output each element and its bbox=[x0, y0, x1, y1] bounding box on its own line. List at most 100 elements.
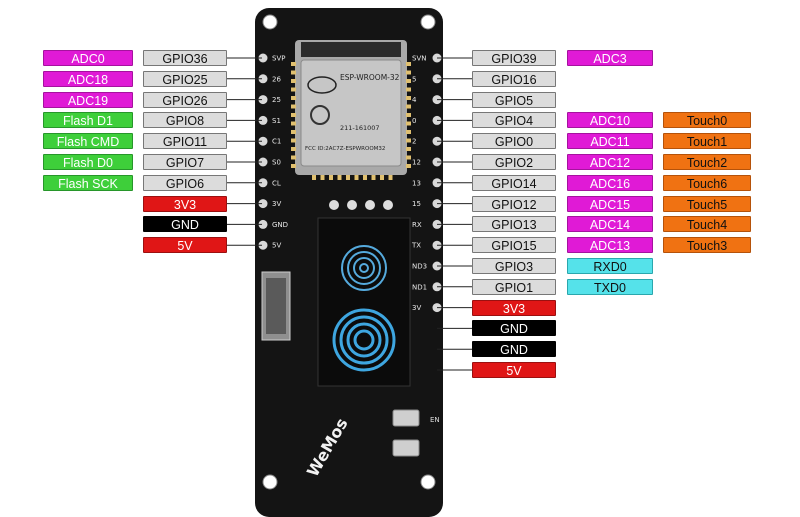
left-gpio-label: GPIO7 bbox=[143, 154, 227, 170]
module-pin bbox=[291, 113, 296, 117]
pin-silkscreen: 13 bbox=[412, 179, 421, 187]
module-pin bbox=[291, 79, 296, 83]
module-pin bbox=[406, 87, 411, 92]
pin-silkscreen: 12 bbox=[412, 159, 421, 167]
right-gpio-label: GPIO12 bbox=[472, 195, 556, 212]
right-adc-label: ADC14 bbox=[567, 216, 653, 233]
left-power-label: 5V bbox=[143, 237, 227, 254]
left-func-label: Flash CMD bbox=[43, 133, 133, 150]
module-pin bbox=[406, 70, 411, 75]
module-pin bbox=[388, 175, 393, 180]
pin-silkscreen: 5 bbox=[412, 75, 416, 83]
module-pin bbox=[291, 104, 296, 109]
module-pin bbox=[291, 62, 296, 66]
module-pin bbox=[406, 121, 411, 126]
module-pin bbox=[380, 175, 384, 180]
left-func-label: ADC18 bbox=[43, 70, 133, 87]
pin-silkscreen: SVN bbox=[412, 55, 426, 63]
module-pin bbox=[312, 175, 316, 180]
right-power-label: 5V bbox=[472, 362, 556, 378]
header-pad bbox=[258, 178, 268, 188]
module-pin bbox=[291, 87, 296, 92]
pad bbox=[347, 200, 357, 210]
module-pin bbox=[406, 113, 411, 117]
pin-silkscreen: S1 bbox=[272, 117, 281, 125]
left-func-label: Flash D1 bbox=[43, 112, 133, 129]
right-adc-label: ADC3 bbox=[567, 50, 653, 66]
en-label: EN bbox=[430, 416, 440, 424]
mount-hole bbox=[262, 474, 278, 490]
right-touch-label: Touch6 bbox=[663, 174, 751, 191]
header-pad bbox=[258, 136, 268, 146]
header-pad bbox=[258, 115, 268, 125]
module-pin bbox=[291, 138, 296, 143]
right-gpio-label: GPIO3 bbox=[472, 258, 556, 274]
pin-silkscreen: RX bbox=[412, 221, 422, 229]
right-gpio-label: GPIO1 bbox=[472, 278, 556, 295]
pin-silkscreen: 3V bbox=[272, 200, 281, 208]
pin-silkscreen: GND bbox=[272, 221, 288, 229]
pin-silkscreen: TX bbox=[411, 242, 421, 250]
module-pin bbox=[329, 175, 333, 180]
module-pin bbox=[291, 96, 296, 100]
right-power-label: GND bbox=[472, 341, 556, 358]
module-pin bbox=[406, 104, 411, 109]
module-cert-text: 211-161007 bbox=[340, 124, 380, 132]
header-pad bbox=[258, 219, 268, 229]
module-pin bbox=[291, 155, 296, 160]
pin-silkscreen: ND3 bbox=[412, 263, 427, 271]
module-brand-text: ESP-WROOM-32 bbox=[340, 73, 400, 82]
module-pin bbox=[291, 164, 296, 168]
right-gpio-label: GPIO13 bbox=[472, 216, 556, 233]
fingerprint-small-icon bbox=[341, 245, 387, 291]
pad bbox=[329, 200, 339, 210]
right-uart-label: TXD0 bbox=[567, 278, 653, 295]
pin-silkscreen: CL bbox=[272, 179, 281, 187]
pin-silkscreen: SVP bbox=[272, 55, 285, 63]
mount-hole bbox=[420, 14, 436, 30]
header-pad bbox=[258, 74, 268, 84]
module-pin bbox=[371, 175, 376, 180]
esp-shield bbox=[300, 59, 402, 167]
pin-silkscreen: S0 bbox=[272, 159, 281, 167]
right-gpio-label: GPIO15 bbox=[472, 237, 556, 254]
right-gpio-label: GPIO16 bbox=[472, 70, 556, 87]
right-adc-label: ADC15 bbox=[567, 195, 653, 212]
module-pin bbox=[291, 121, 296, 126]
module-pin bbox=[406, 138, 411, 143]
left-gpio-label: GPIO8 bbox=[143, 112, 227, 129]
left-power-label: GND bbox=[143, 216, 227, 233]
module-pin bbox=[363, 175, 367, 180]
esp-antenna bbox=[301, 42, 401, 57]
left-gpio-label: GPIO26 bbox=[143, 91, 227, 108]
pin-silkscreen: 5V bbox=[272, 242, 281, 250]
pin-silkscreen: 15 bbox=[412, 200, 421, 208]
module-pin bbox=[406, 79, 411, 83]
left-gpio-label: GPIO36 bbox=[143, 50, 227, 66]
left-func-label: ADC0 bbox=[43, 50, 133, 66]
right-adc-label: ADC13 bbox=[567, 237, 653, 254]
pin-silkscreen: 4 bbox=[412, 96, 417, 104]
boot-button[interactable] bbox=[392, 439, 420, 457]
pin-silkscreen: 2 bbox=[412, 138, 416, 146]
right-touch-label: Touch0 bbox=[663, 112, 751, 129]
en-button[interactable] bbox=[392, 409, 420, 427]
left-func-label: Flash D0 bbox=[43, 154, 133, 170]
right-touch-label: Touch5 bbox=[663, 195, 751, 212]
pin-silkscreen: 3V bbox=[412, 304, 421, 312]
module-pin bbox=[337, 175, 342, 180]
right-gpio-label: GPIO14 bbox=[472, 174, 556, 191]
module-pin bbox=[346, 175, 350, 180]
module-pin bbox=[406, 130, 411, 134]
right-touch-label: Touch1 bbox=[663, 133, 751, 150]
header-pad bbox=[258, 240, 268, 250]
ce-mark bbox=[310, 105, 330, 125]
left-gpio-label: GPIO25 bbox=[143, 70, 227, 87]
module-pin bbox=[406, 147, 411, 151]
right-gpio-label: GPIO0 bbox=[472, 133, 556, 150]
module-pin bbox=[354, 175, 359, 180]
header-pad bbox=[258, 157, 268, 167]
right-touch-label: Touch2 bbox=[663, 154, 751, 170]
left-gpio-label: GPIO11 bbox=[143, 133, 227, 150]
